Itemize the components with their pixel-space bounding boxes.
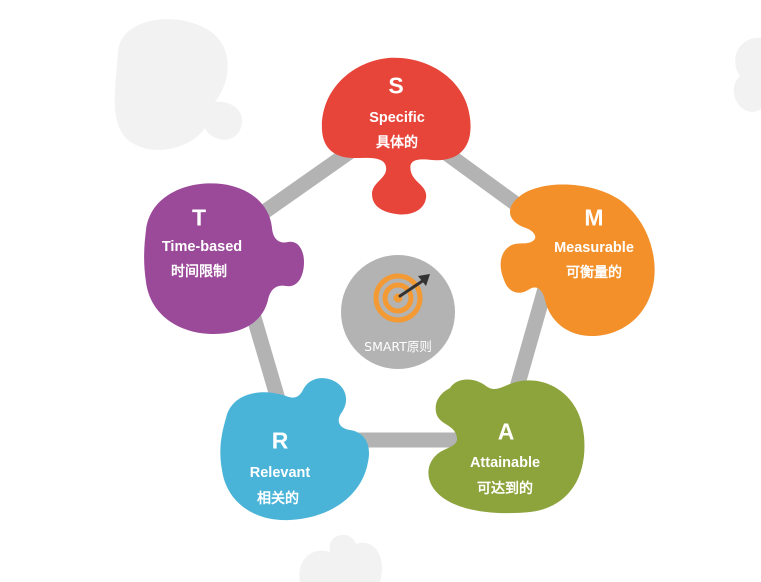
puzzle-piece-m	[500, 184, 655, 336]
label-s-chinese: 具体的	[376, 135, 418, 151]
label-s-letter: S	[388, 72, 404, 99]
label-s-english: Specific	[369, 109, 425, 126]
label-r-letter: R	[271, 427, 289, 454]
bg-puzzle-right	[733, 37, 761, 113]
background-decoration	[114, 19, 761, 582]
label-m-english: Measurable	[554, 239, 634, 256]
label-t-chinese: 时间限制	[171, 264, 227, 280]
puzzle-piece-s	[321, 57, 471, 215]
label-m-letter: M	[584, 204, 604, 231]
label-r-english: Relevant	[249, 464, 311, 481]
label-a-chinese: 可达到的	[477, 481, 533, 497]
bg-puzzle-bottom	[299, 534, 382, 582]
puzzle-piece-t	[144, 183, 304, 334]
target-dart-icon	[373, 273, 430, 323]
label-a-letter: A	[497, 418, 515, 445]
puzzle-piece-a	[428, 379, 585, 514]
label-m-chinese: 可衡量的	[566, 265, 622, 281]
bg-puzzle-left	[114, 19, 243, 150]
label-r-chinese: 相关的	[257, 491, 299, 507]
center-label: SMART原则	[364, 338, 432, 354]
label-a-english: Attainable	[469, 454, 541, 471]
label-t-letter: T	[191, 204, 207, 231]
puzzle-piece-r	[220, 378, 370, 521]
label-t-english: Time-based	[161, 238, 243, 255]
